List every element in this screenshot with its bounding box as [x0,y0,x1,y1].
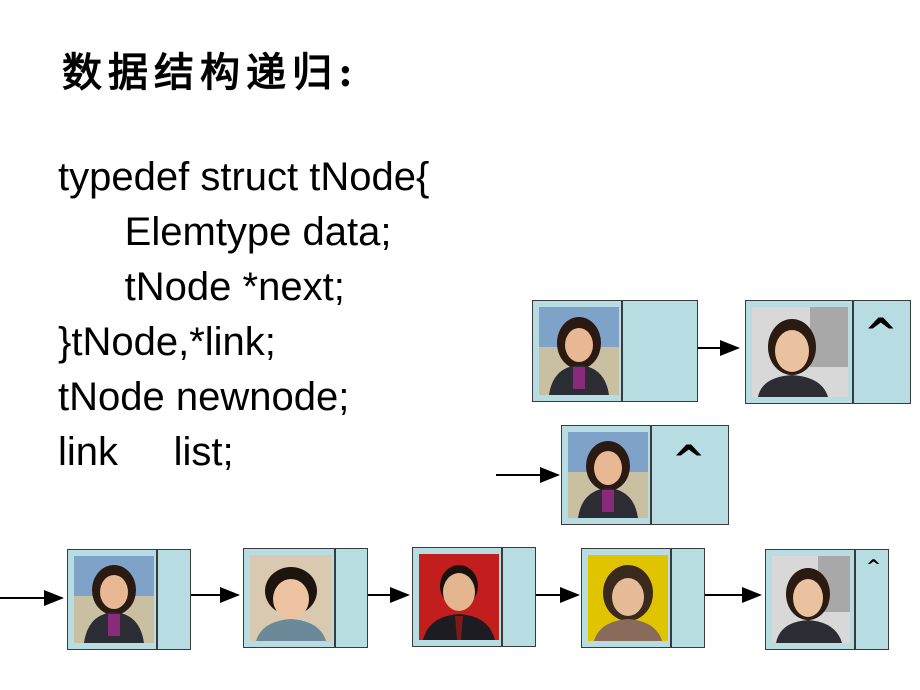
node-divider [334,549,336,647]
node-divider [501,548,503,646]
node-photo [419,554,499,640]
list-node: ^ [765,549,889,650]
node-photo [752,307,848,397]
new-node: ^ [561,425,729,525]
list-node [243,548,368,648]
list-node [412,547,536,647]
person-photo [568,432,648,518]
code-block: typedef struct tNode{ Elemtype data; tNo… [58,150,429,480]
person-photo [419,554,499,640]
list-node [581,548,705,648]
list-node: ^ [745,300,911,404]
node-photo [568,432,648,518]
slide-title: 数据结构递归: [62,49,359,96]
code-line: link list; [58,430,234,474]
node-divider [670,549,672,647]
node-photo [539,307,619,395]
node-divider [156,550,158,649]
node-divider [621,301,623,401]
node-photo [772,556,850,643]
node-photo [588,555,668,641]
person-photo [539,307,619,395]
code-line: }tNode,*link; [58,320,276,364]
person-photo [752,307,848,397]
person-photo [74,556,154,643]
person-photo [250,555,332,641]
code-line: Elemtype data; [58,210,392,254]
list-node [67,549,191,650]
node-divider [650,426,652,524]
node-photo [74,556,154,643]
person-photo [588,555,668,641]
list-node [532,300,698,402]
node-divider [854,550,856,649]
null-pointer-mark: ^ [672,438,706,484]
null-pointer-mark: ^ [864,311,898,357]
node-divider [852,301,854,403]
code-line: tNode *next; [58,265,345,309]
person-photo [772,556,850,643]
code-line: typedef struct tNode{ [58,155,430,199]
null-pointer-mark: ^ [866,556,882,577]
node-photo [250,555,332,641]
code-line: tNode newnode; [58,375,350,419]
